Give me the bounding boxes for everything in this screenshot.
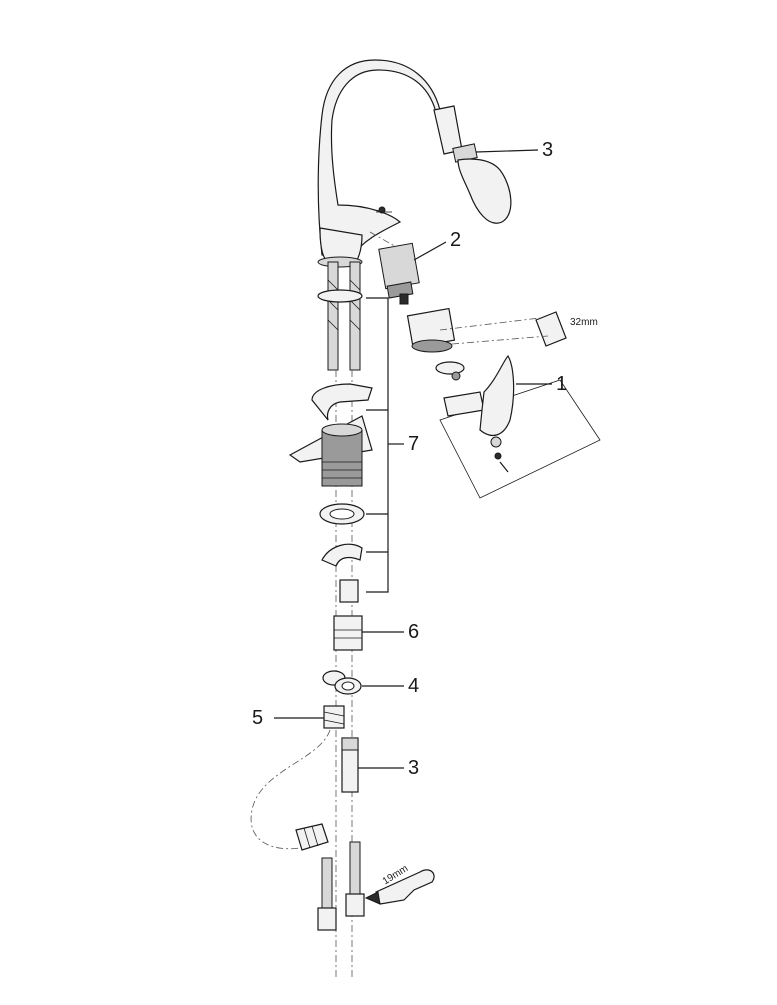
dimension-32mm: 32mm <box>570 317 598 328</box>
faucet-body <box>317 59 441 268</box>
callout-lever-handle: 1 <box>556 373 568 395</box>
hose-loop <box>250 729 331 851</box>
hose-ends <box>317 841 365 931</box>
wrench-19mm <box>364 869 435 905</box>
wrench-32mm <box>439 311 567 347</box>
cartridge <box>369 231 420 305</box>
callout-spring: 5 <box>252 707 264 729</box>
mounting-set <box>288 297 404 603</box>
lever-handle-assembly <box>435 355 601 499</box>
callout-hose-sleeve: 3 <box>408 757 420 779</box>
leader-cartridge <box>413 241 447 261</box>
washer-set <box>322 670 404 695</box>
callout-washer-set: 4 <box>408 675 420 697</box>
leader-spray-head <box>475 149 539 153</box>
spring <box>274 705 345 729</box>
hose-sleeve <box>341 737 404 793</box>
o-ring <box>317 289 363 303</box>
spray-head <box>433 105 512 224</box>
callout-mounting-set: 7 <box>408 433 420 455</box>
callout-spray-head: 3 <box>542 139 554 161</box>
callout-connector: 6 <box>408 621 420 643</box>
callout-cartridge: 2 <box>450 229 462 251</box>
connector <box>333 615 404 651</box>
cap-nut <box>406 307 456 353</box>
